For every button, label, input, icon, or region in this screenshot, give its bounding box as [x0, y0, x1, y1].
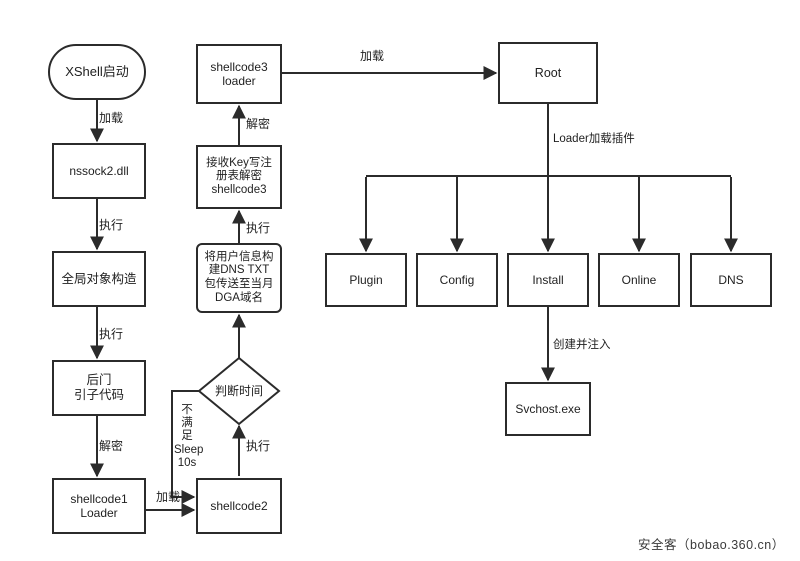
edge-label-load-nssock2: 加载	[99, 111, 124, 125]
node-shellcode2[interactable]: shellcode2	[196, 478, 282, 534]
edge-label-exec-globalobj: 执行	[99, 218, 124, 232]
node-judge-time-label: 判断时间	[214, 383, 263, 398]
edge-label-exec-judge: 执行	[246, 439, 271, 453]
node-install[interactable]: Install	[507, 253, 589, 307]
node-svchost-exe[interactable]: Svchost.exe	[505, 382, 591, 436]
edge-label-load-root: 加载	[360, 49, 385, 63]
node-online[interactable]: Online	[598, 253, 680, 307]
node-plugin[interactable]: Plugin	[325, 253, 407, 307]
node-shellcode3-loader[interactable]: shellcode3 loader	[196, 44, 282, 104]
edge-label-exec-backdoor: 执行	[99, 327, 124, 341]
edge-label-loader-load-plugins: Loader加载插件	[553, 133, 635, 145]
node-root[interactable]: Root	[498, 42, 598, 104]
node-dns[interactable]: DNS	[690, 253, 772, 307]
node-receive-key-registry-decrypt[interactable]: 接收Key写注 册表解密 shellcode3	[196, 145, 282, 209]
edge-label-exec-keyreg: 执行	[246, 221, 271, 235]
edge-label-decrypt-shellcode1: 解密	[99, 439, 124, 453]
edge-label-not-satisfied-sleep: 不 满 足 Sleep 10s	[174, 404, 204, 469]
edge-label-load-shellcode2: 加载	[156, 490, 181, 504]
watermark: 安全客（bobao.360.cn）	[638, 538, 785, 552]
node-dns-txt-dga[interactable]: 将用户信息构 建DNS TXT 包传送至当月 DGA域名	[196, 243, 282, 313]
node-backdoor-stub-code[interactable]: 后门 引子代码	[52, 360, 146, 416]
node-xshell-start[interactable]: XShell启动	[48, 44, 146, 100]
node-nssock2-dll[interactable]: nssock2.dll	[52, 143, 146, 199]
node-global-object-construct[interactable]: 全局对象构造	[52, 251, 146, 307]
node-judge-time[interactable]: 判断时间	[199, 358, 279, 424]
node-shellcode1-loader[interactable]: shellcode1 Loader	[52, 478, 146, 534]
node-config[interactable]: Config	[416, 253, 498, 307]
edge-label-decrypt-shellcode3: 解密	[246, 117, 271, 131]
edge-label-create-and-inject: 创建并注入	[553, 339, 611, 351]
